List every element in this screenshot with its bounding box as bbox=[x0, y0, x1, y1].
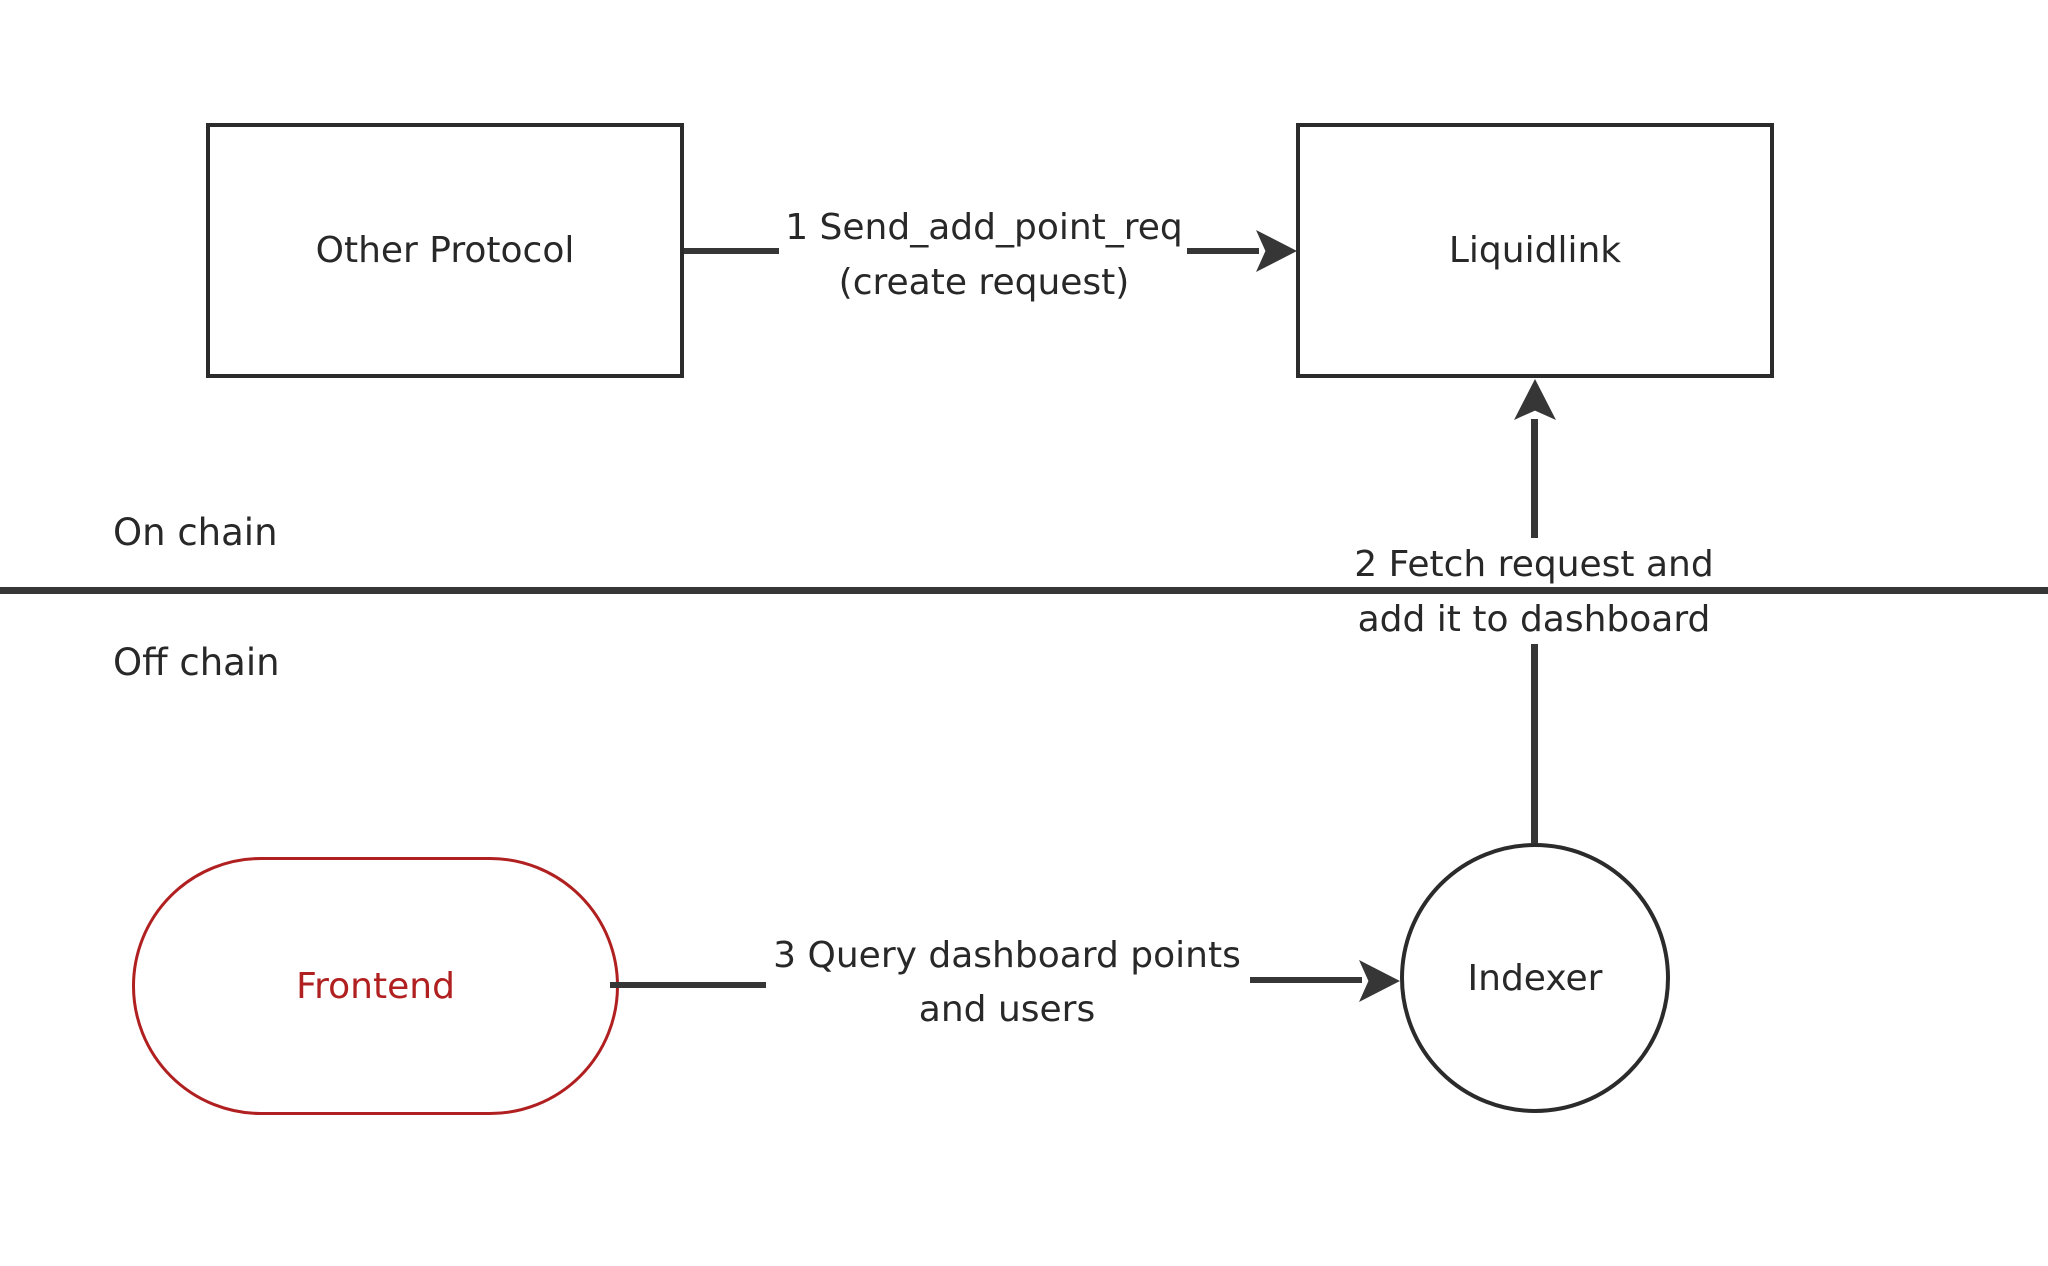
edge3-label-line1: 3 Query dashboard points bbox=[773, 935, 1241, 976]
chain-divider-line bbox=[0, 587, 2048, 594]
edge3-label: 3 Query dashboard points and users bbox=[767, 929, 1247, 1037]
node-other-protocol: Other Protocol bbox=[206, 123, 684, 378]
edge3-arrowhead-icon bbox=[1359, 960, 1400, 1002]
node-frontend-label: Frontend bbox=[296, 965, 455, 1007]
edge1-label-line1: 1 Send_add_point_req bbox=[785, 207, 1183, 248]
edge2-label-line1: 2 Fetch request and bbox=[1354, 544, 1714, 585]
node-liquidlink: Liquidlink bbox=[1296, 123, 1774, 378]
node-other-protocol-label: Other Protocol bbox=[315, 230, 575, 271]
edge1-label-line2: (create request) bbox=[838, 262, 1130, 303]
edge2-label-line2: add it to dashboard bbox=[1357, 599, 1711, 640]
zone-label-on-chain: On chain bbox=[113, 511, 278, 554]
edge3-line-right bbox=[1250, 977, 1362, 983]
edge3-line-left bbox=[610, 982, 766, 988]
edge1-line-right bbox=[1187, 248, 1259, 254]
edge2-line-lower bbox=[1531, 644, 1538, 843]
edge2-line-upper bbox=[1531, 419, 1538, 538]
zone-label-off-chain: Off chain bbox=[113, 641, 280, 684]
edge3-label-line2: and users bbox=[918, 989, 1096, 1030]
edge1-label: 1 Send_add_point_req (create request) bbox=[764, 200, 1204, 310]
edge1-arrowhead-icon bbox=[1256, 230, 1297, 272]
edge2-arrowhead-icon bbox=[1514, 379, 1556, 420]
node-indexer: Indexer bbox=[1400, 843, 1670, 1113]
edge2-label: 2 Fetch request and add it to dashboard bbox=[1314, 537, 1754, 647]
edge1-line-left bbox=[684, 248, 779, 254]
node-frontend: Frontend bbox=[132, 857, 619, 1115]
node-liquidlink-label: Liquidlink bbox=[1448, 230, 1622, 271]
node-indexer-label: Indexer bbox=[1467, 957, 1603, 999]
